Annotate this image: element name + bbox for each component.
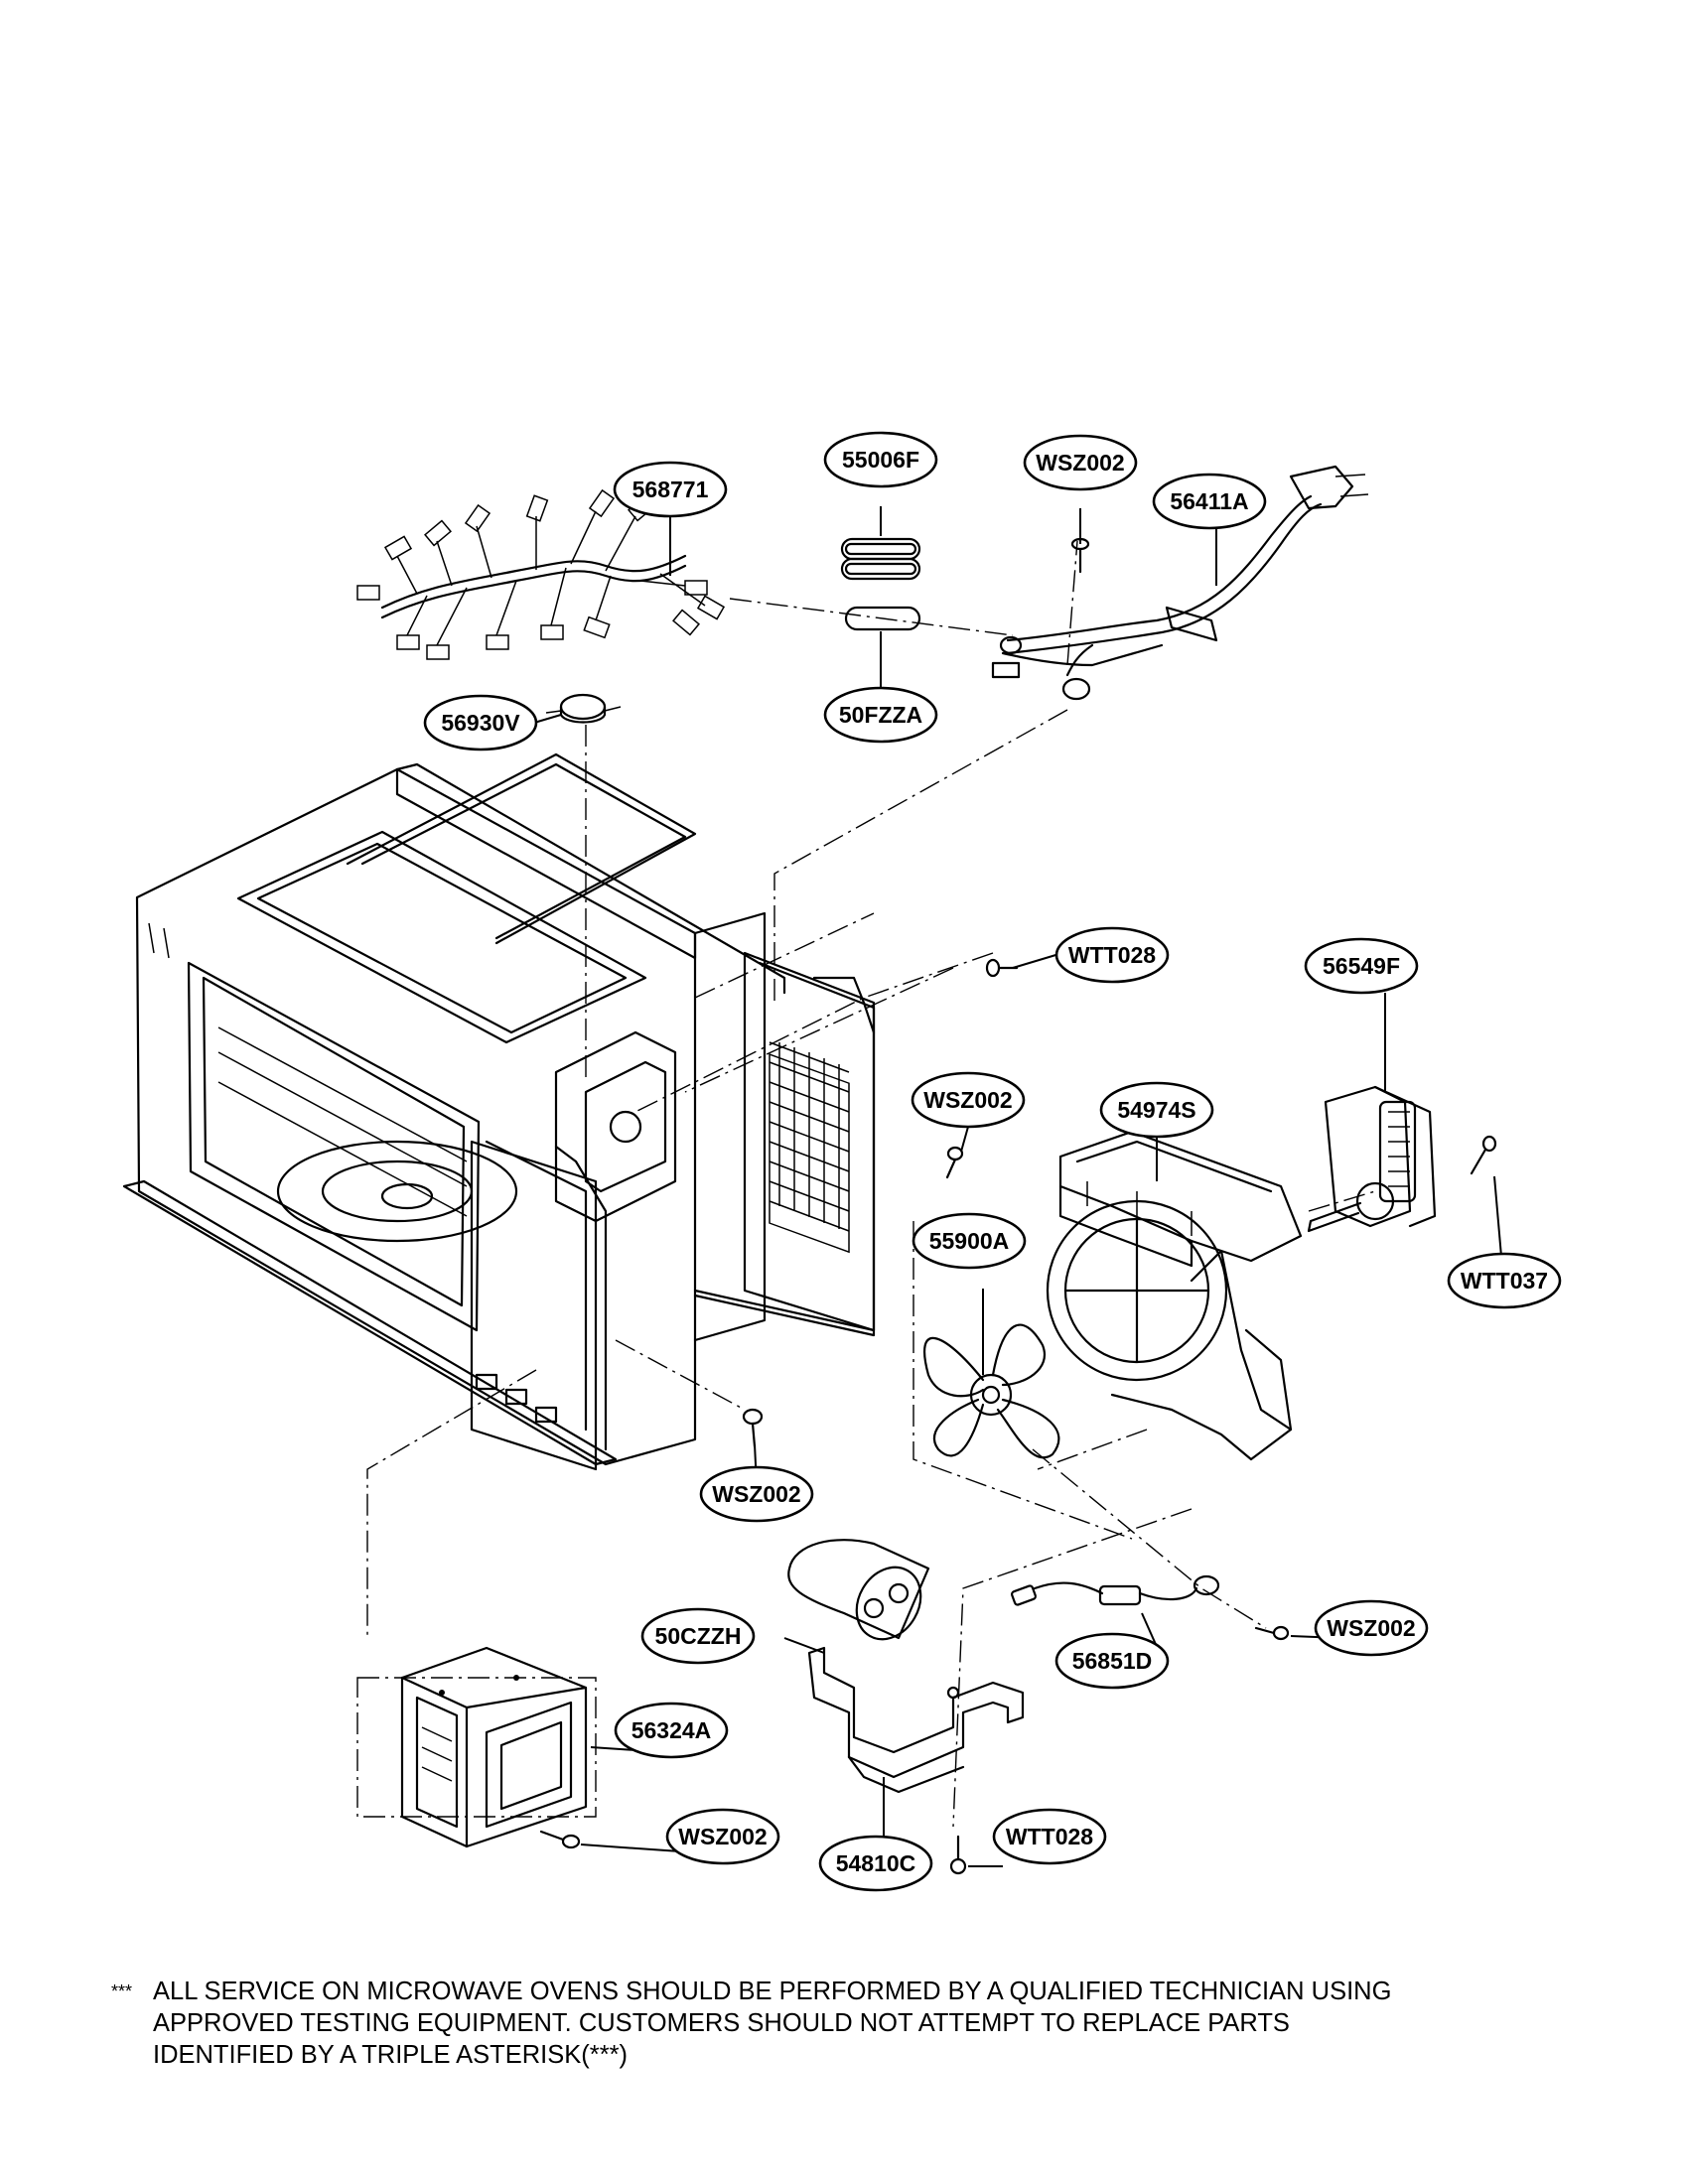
assembly-lines [366,540,1376,1828]
callout-54974S: 54974S [1099,1081,1214,1139]
part-number: WSZ002 [923,1087,1012,1113]
fan-motor-drawing [1307,1085,1437,1233]
part-number: WSZ002 [678,1824,767,1849]
callout-WTT037: WTT037 [1447,1252,1562,1309]
part-number: 55006F [842,447,919,473]
part-number: 50CZZH [655,1623,742,1649]
part-number: WSZ002 [1036,450,1124,476]
screw-panel-2 [945,1146,964,1179]
part-number: 54810C [836,1850,916,1876]
callout-56930V: 56930V [423,694,538,751]
callout-50CZZH: 50CZZH [640,1607,756,1665]
part-number: 54974S [1117,1097,1195,1123]
part-number: 56411A [1170,488,1248,514]
callout-56549F: 56549F [1304,937,1419,995]
callout-WTT028-panel: WTT028 [1054,926,1170,984]
part-number: 55900A [929,1228,1010,1254]
callout-54810C: 54810C [818,1835,933,1892]
hv-diode-drawing [1011,1574,1220,1606]
callout-WSZ002-top: WSZ002 [1023,434,1138,491]
screw-panel-1 [985,958,1019,978]
part-number: WTT037 [1461,1268,1548,1294]
note-text-3: IDENTIFIED BY A TRIPLE ASTERISK(***) [153,2041,629,2069]
callout-55006F: 55006F [823,431,938,488]
callout-56324A: 56324A [614,1702,729,1759]
callout-56411A: 56411A [1152,473,1267,530]
thermostat-drawing [545,693,622,724]
screw-motor [1470,1135,1497,1175]
callout-50FZZA: 50FZZA [823,686,938,744]
oven-cavity-drawing [122,752,876,1471]
part-number: 50FZZA [839,702,922,728]
note-text-1: ALL SERVICE ON MICROWAVE OVENS SHOULD BE… [153,1978,1392,2005]
part-number: 56549F [1323,953,1400,979]
part-number: WSZ002 [1327,1615,1415,1641]
part-number: 56851D [1072,1648,1153,1674]
callout-568771: 568771 [613,461,728,518]
part-number: WSZ002 [712,1481,800,1507]
fan-bracket-drawing [1046,1130,1303,1461]
note-line-1: *** ALL SERVICE ON MICROWAVE OVENS SHOULD… [111,1976,1601,2007]
fan-blade-drawing [923,1323,1060,1459]
screw-cavity [742,1408,764,1448]
callout-55900A: 55900A [912,1212,1027,1270]
part-number: 56930V [441,710,520,736]
capacitor-drawing [787,1539,930,1641]
fuse-drawing [844,606,921,631]
triple-asterisk: *** [111,1981,133,2001]
part-number: 568771 [632,477,709,502]
screw-diode [1254,1625,1290,1641]
note-text-2: APPROVED TESTING EQUIPMENT. CUSTOMERS SH… [153,2009,1290,2037]
screws-drawing [539,537,1497,1875]
part-number: WTT028 [1006,1824,1093,1849]
capacitor-bracket-drawing [807,1646,1025,1794]
power-cord-drawing [991,465,1369,701]
screw-magnetron [539,1830,581,1849]
callout-WSZ002-magnetron: WSZ002 [665,1808,780,1865]
callout-WSZ002-cavity: WSZ002 [699,1465,814,1523]
callout-WTT028-bracket: WTT028 [992,1808,1107,1865]
callout-WSZ002-diode: WSZ002 [1314,1599,1429,1657]
service-warning-note: *** ALL SERVICE ON MICROWAVE OVENS SHOULD… [111,1976,1601,2071]
noise-filter-drawing [840,537,921,581]
magnetron-drawing [356,1646,597,1848]
part-number: 56324A [632,1717,712,1743]
part-number: WTT028 [1068,942,1156,968]
callout-56851D: 56851D [1054,1632,1170,1690]
screw-bracket [949,1835,967,1875]
callout-WSZ002-panel: WSZ002 [911,1071,1026,1129]
